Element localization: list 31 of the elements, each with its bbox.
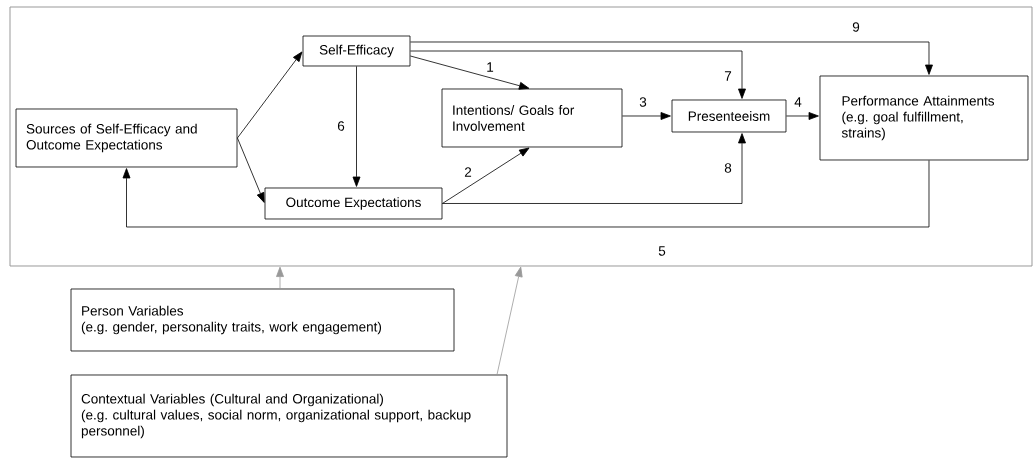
frame-box: [9, 6, 1033, 267]
arrow: [496, 266, 523, 375]
process-box: Intentions/ Goals for Involvement: [441, 88, 623, 148]
process-box: Sources of Self-Efficacy and Outcome Expectations: [15, 108, 238, 168]
arrow: [442, 133, 746, 204]
arrow: [237, 51, 303, 139]
process-box: Person Variables (e.g. gender, personality traits, work engagement): [70, 288, 455, 352]
edge-label: 7: [723, 70, 733, 82]
arrow: [786, 112, 819, 120]
arrow: [276, 266, 284, 289]
edge-label: 2: [463, 166, 473, 178]
edge-label: 1: [485, 61, 495, 73]
process-box: Presenteeism: [671, 99, 787, 133]
arrow: [352, 66, 361, 187]
process-box: Outcome Expectations: [264, 187, 443, 220]
arrow: [622, 112, 671, 120]
edge-label: 4: [793, 96, 803, 108]
arrow: [442, 147, 530, 204]
process-box: Contextual Variables (Cultural and Organizational) (e.g. cultural values, social norm, organizational support, backup personnel): [70, 374, 508, 458]
arrow: [122, 160, 930, 228]
edge-label: 6: [336, 120, 346, 132]
process-box: Performance Attainments (e.g. goal fulfillment, strains): [819, 75, 1029, 161]
edge-label: 5: [657, 245, 667, 257]
arrow: [237, 137, 265, 203]
edge-label: 3: [638, 96, 648, 108]
arrow: [410, 55, 530, 90]
arrow: [410, 41, 933, 75]
process-box: Self-Efficacy: [302, 35, 411, 67]
edge-label: 9: [851, 21, 861, 33]
arrow: [410, 50, 746, 99]
edge-label: 8: [723, 162, 733, 174]
